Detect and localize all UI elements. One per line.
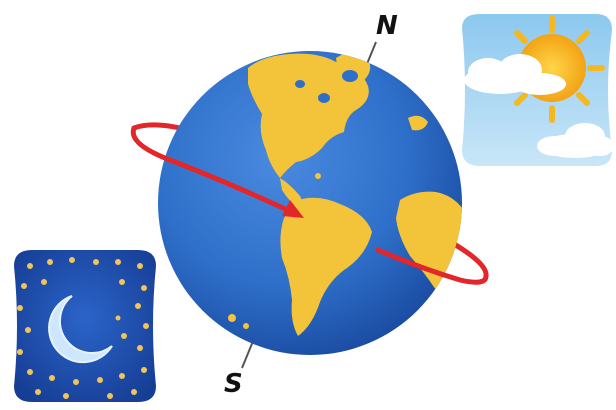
north-pole-label: N — [376, 11, 398, 41]
south-pole-label: S — [224, 369, 243, 399]
earth-globe — [158, 51, 466, 355]
night-panel — [14, 250, 156, 402]
day-panel — [462, 14, 614, 166]
